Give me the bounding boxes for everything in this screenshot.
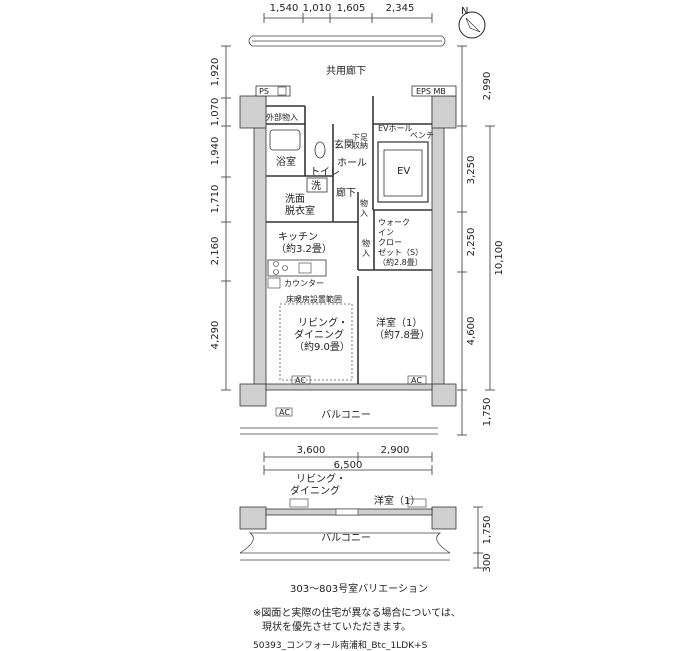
svg-text:AC: AC <box>411 376 422 385</box>
variation-dimension-line <box>473 506 483 569</box>
right-total-dim: 10,100 <box>494 241 505 276</box>
bath-label: 浴室 <box>276 155 296 168</box>
living-label-1: リビング・ <box>298 316 348 329</box>
svg-text:入: 入 <box>360 209 368 218</box>
storage1-label: 物 <box>360 198 368 208</box>
variation-western: 洋室（1） <box>374 494 420 507</box>
toilet-fixture <box>314 141 326 159</box>
north-compass-icon <box>458 11 486 39</box>
bench-label: ベンチ <box>410 131 434 140</box>
washer-box <box>306 177 328 193</box>
eps-mb-label: EPS MB <box>416 87 446 96</box>
right-dim-1: 2,990 <box>482 72 493 101</box>
living-size: （約9.0畳） <box>294 340 350 353</box>
plan-code: 50393_コンフォール南浦和_Btc_1LDK+S <box>253 641 428 651</box>
variation-dim-2: 300 <box>482 553 493 572</box>
kitchen-counter <box>267 259 327 277</box>
ev-hall-label: EVホール <box>378 124 413 133</box>
eps-mb-box <box>411 85 457 97</box>
svg-text:AC: AC <box>295 376 306 385</box>
variation-living-1: リビング・ <box>296 472 346 485</box>
kitchen-label: キッチン <box>278 231 318 243</box>
right-dim-4: 4,600 <box>466 317 477 346</box>
top-dim-2: 1,010 <box>303 3 332 14</box>
floor-heating-label: 床暖房設置範囲 <box>286 294 342 304</box>
storage2-label: 物 <box>362 238 370 248</box>
right-dim-3: 2,250 <box>466 228 477 257</box>
svg-text:（約2.8畳）: （約2.8畳） <box>378 257 423 267</box>
right-dimension-line <box>457 45 495 436</box>
corridor-railing <box>248 35 446 47</box>
left-dim-5: 2,160 <box>210 237 221 266</box>
corridor-label: 共用廊下 <box>326 64 366 77</box>
variation-living-2: ダイニング <box>290 484 340 497</box>
ac-unit-1 <box>291 375 311 385</box>
kitchen-size: （約3.2畳） <box>276 242 332 255</box>
washer-label: 洗 <box>311 180 321 192</box>
note-line-1: ※図面と実際の住宅が異なる場合については、 <box>253 608 461 619</box>
svg-text:入: 入 <box>362 249 370 258</box>
ps-box <box>255 85 291 97</box>
left-dim-2: 1,070 <box>210 98 221 127</box>
toilet-label: トイレ <box>310 167 340 178</box>
entrance-label: 玄関 <box>334 138 354 151</box>
floor-heating-area <box>279 303 353 381</box>
top-dim-3: 1,605 <box>337 3 366 14</box>
hall-label: ホール <box>337 157 367 169</box>
western-label: 洋室（1） <box>376 316 422 329</box>
outer-walls <box>239 95 457 407</box>
outside-storage-label: 外部物入 <box>266 112 298 122</box>
compass-label: N <box>461 6 468 17</box>
counter-box <box>267 277 281 289</box>
left-dim-4: 1,710 <box>210 185 221 214</box>
ev-shaft <box>377 141 429 203</box>
left-dimension-line <box>221 45 231 391</box>
svg-text:AC: AC <box>279 408 290 417</box>
bottom-dimension-line <box>263 452 433 475</box>
ac-unit-2 <box>407 375 427 385</box>
walk-in-label: ウォーク <box>378 218 410 227</box>
washroom-label-1: 洗面 <box>285 193 305 205</box>
counter-label: カウンター <box>284 279 324 288</box>
washroom-label-2: 脱衣室 <box>285 204 315 217</box>
shoe-storage-label: 下足 <box>352 133 368 142</box>
left-dim-6: 4,290 <box>210 321 221 350</box>
balcony-label: バルコニー <box>321 409 371 421</box>
svg-text:クロー: クロー <box>378 238 402 247</box>
svg-text:ゼット（S）: ゼット（S） <box>378 247 423 257</box>
top-dimension-line <box>263 13 433 23</box>
variation-dim-1: 1,750 <box>482 516 493 545</box>
living-label-2: ダイニング <box>294 328 344 341</box>
top-dim-1: 1,540 <box>270 3 299 14</box>
balcony-railing <box>240 427 438 435</box>
bathtub <box>269 129 301 151</box>
svg-text:イン: イン <box>378 228 394 237</box>
western-size: （約7.8畳） <box>374 328 430 341</box>
right-dim-5: 1,750 <box>482 398 493 427</box>
left-dim-1: 1,920 <box>210 58 221 87</box>
top-dim-4: 2,345 <box>386 3 415 14</box>
bottom-dim-2: 2,900 <box>381 445 410 456</box>
ac-unit-3 <box>275 407 293 417</box>
bottom-total-dim: 6,500 <box>334 460 363 471</box>
left-dim-3: 1,940 <box>210 137 221 166</box>
interior-walls <box>266 96 432 384</box>
ps-label: PS <box>259 87 269 96</box>
hallway-label: 廊下 <box>336 186 356 199</box>
ev-label: EV <box>397 166 410 177</box>
bottom-dim-1: 3,600 <box>297 445 326 456</box>
variation-caption: 303～803号室バリエーション <box>290 584 428 595</box>
variation-balcony: バルコニー <box>321 532 371 544</box>
variation-plan <box>239 498 457 561</box>
right-dim-2: 3,250 <box>466 156 477 185</box>
svg-text:収納: 収納 <box>352 140 368 150</box>
note-line-2: 現状を優先させていただきます。 <box>262 622 411 633</box>
